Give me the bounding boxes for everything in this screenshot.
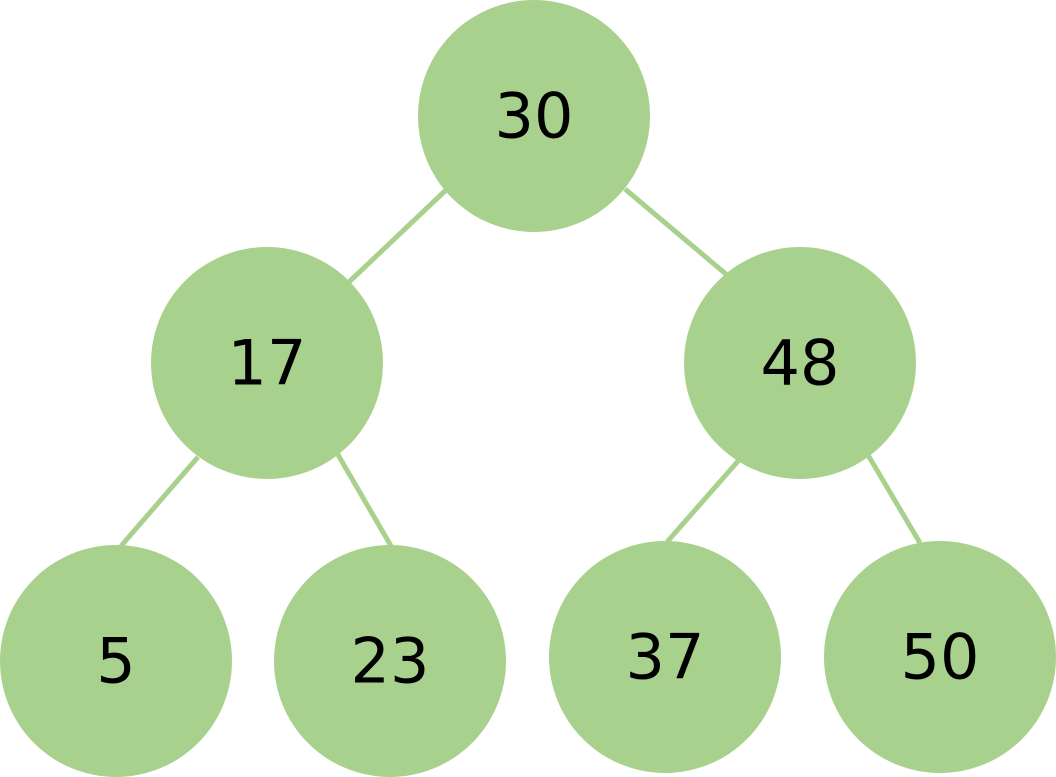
node-circle	[684, 247, 916, 479]
edge-30-17	[347, 188, 448, 284]
node-circle	[151, 247, 383, 479]
node-label: 37	[626, 621, 705, 694]
edges	[119, 187, 923, 548]
edge-17-23	[334, 451, 394, 548]
node-label: 50	[901, 621, 980, 694]
tree-node-48: 48	[684, 247, 916, 479]
node-label: 30	[495, 80, 574, 153]
node-label: 23	[351, 625, 430, 698]
node-circle	[418, 0, 650, 232]
node-circle	[824, 541, 1056, 773]
tree-node-30: 30	[418, 0, 650, 232]
tree-node-17: 17	[151, 247, 383, 479]
node-label: 17	[228, 327, 307, 400]
tree-node-50: 50	[824, 541, 1056, 773]
edge-30-48	[623, 187, 729, 277]
edge-48-37	[665, 458, 741, 544]
tree-node-23: 23	[274, 545, 506, 777]
node-circle	[0, 545, 232, 777]
edge-48-50	[865, 453, 923, 545]
node-label: 5	[96, 625, 135, 698]
edge-17-5	[119, 455, 200, 548]
tree-node-37: 37	[549, 541, 781, 773]
node-circle	[274, 545, 506, 777]
tree-node-5: 5	[0, 545, 232, 777]
node-label: 48	[761, 327, 840, 400]
node-circle	[549, 541, 781, 773]
